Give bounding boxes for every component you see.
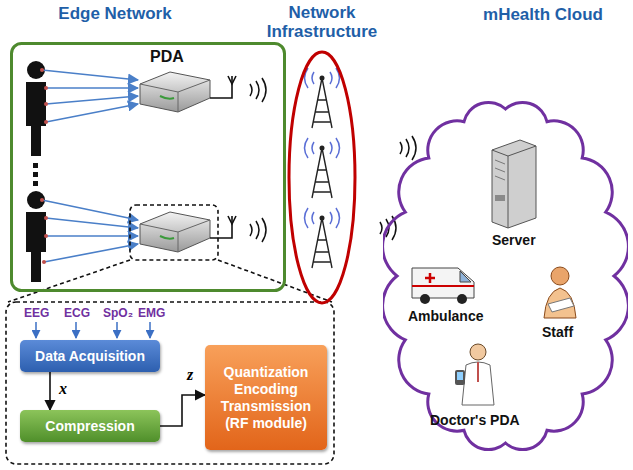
antenna	[210, 76, 236, 238]
person-figure	[26, 191, 46, 282]
cell-tower	[312, 78, 332, 268]
edge-network-region: Edge Network	[10, 42, 286, 292]
ellipsis-dots	[33, 163, 38, 186]
cloud-region: mHealth Cloud	[383, 95, 628, 457]
region-border	[12, 44, 285, 291]
region-border	[383, 102, 628, 449]
ambulance-icon	[412, 268, 474, 304]
staff-icon	[544, 267, 576, 318]
device-label: PDA	[150, 48, 184, 66]
icon-label: Server	[492, 232, 536, 248]
flow-arrow	[160, 395, 205, 426]
icon-label: Staff	[542, 324, 573, 340]
icon-label: Doctor's PDA	[430, 412, 520, 428]
icon-label: Ambulance	[408, 308, 483, 324]
region-heading: Edge Network	[40, 4, 190, 23]
sensor-arrow	[42, 70, 138, 262]
edge-label: z	[186, 366, 194, 384]
region-border	[289, 52, 355, 303]
signal-waves	[250, 78, 416, 242]
signal-name: EMG	[138, 306, 165, 320]
region-outline	[383, 95, 628, 457]
signal-name: SpO₂	[103, 306, 133, 320]
process-box: Compression	[20, 410, 160, 442]
network-region: Network Infrastructure	[287, 50, 357, 305]
region-outline	[287, 50, 357, 305]
process-box: Quantization Encoding Transmission (RF m…	[205, 345, 327, 450]
doctor-icon	[455, 344, 494, 405]
pda-device	[140, 212, 210, 252]
region-heading: Network Infrastructure	[242, 3, 402, 41]
region-heading: mHealth Cloud	[483, 5, 603, 24]
sensor-dot	[40, 68, 48, 264]
region-outline	[10, 42, 286, 292]
edge-label: x	[58, 380, 68, 398]
box-text: Quantization Encoding Transmission (RF m…	[211, 364, 321, 432]
process-box: Data Acquisition	[20, 340, 160, 372]
pda-device	[140, 72, 210, 112]
flow-arrow	[49, 372, 51, 410]
server-icon	[492, 140, 536, 228]
box-text: Compression	[45, 418, 134, 435]
signal-arrow	[36, 322, 150, 338]
person-figure	[26, 61, 46, 156]
tower-waves	[305, 68, 340, 228]
box-text: Data Acquisition	[35, 348, 145, 365]
signal-name: ECG	[64, 306, 90, 320]
signal-name: EEG	[24, 306, 49, 320]
